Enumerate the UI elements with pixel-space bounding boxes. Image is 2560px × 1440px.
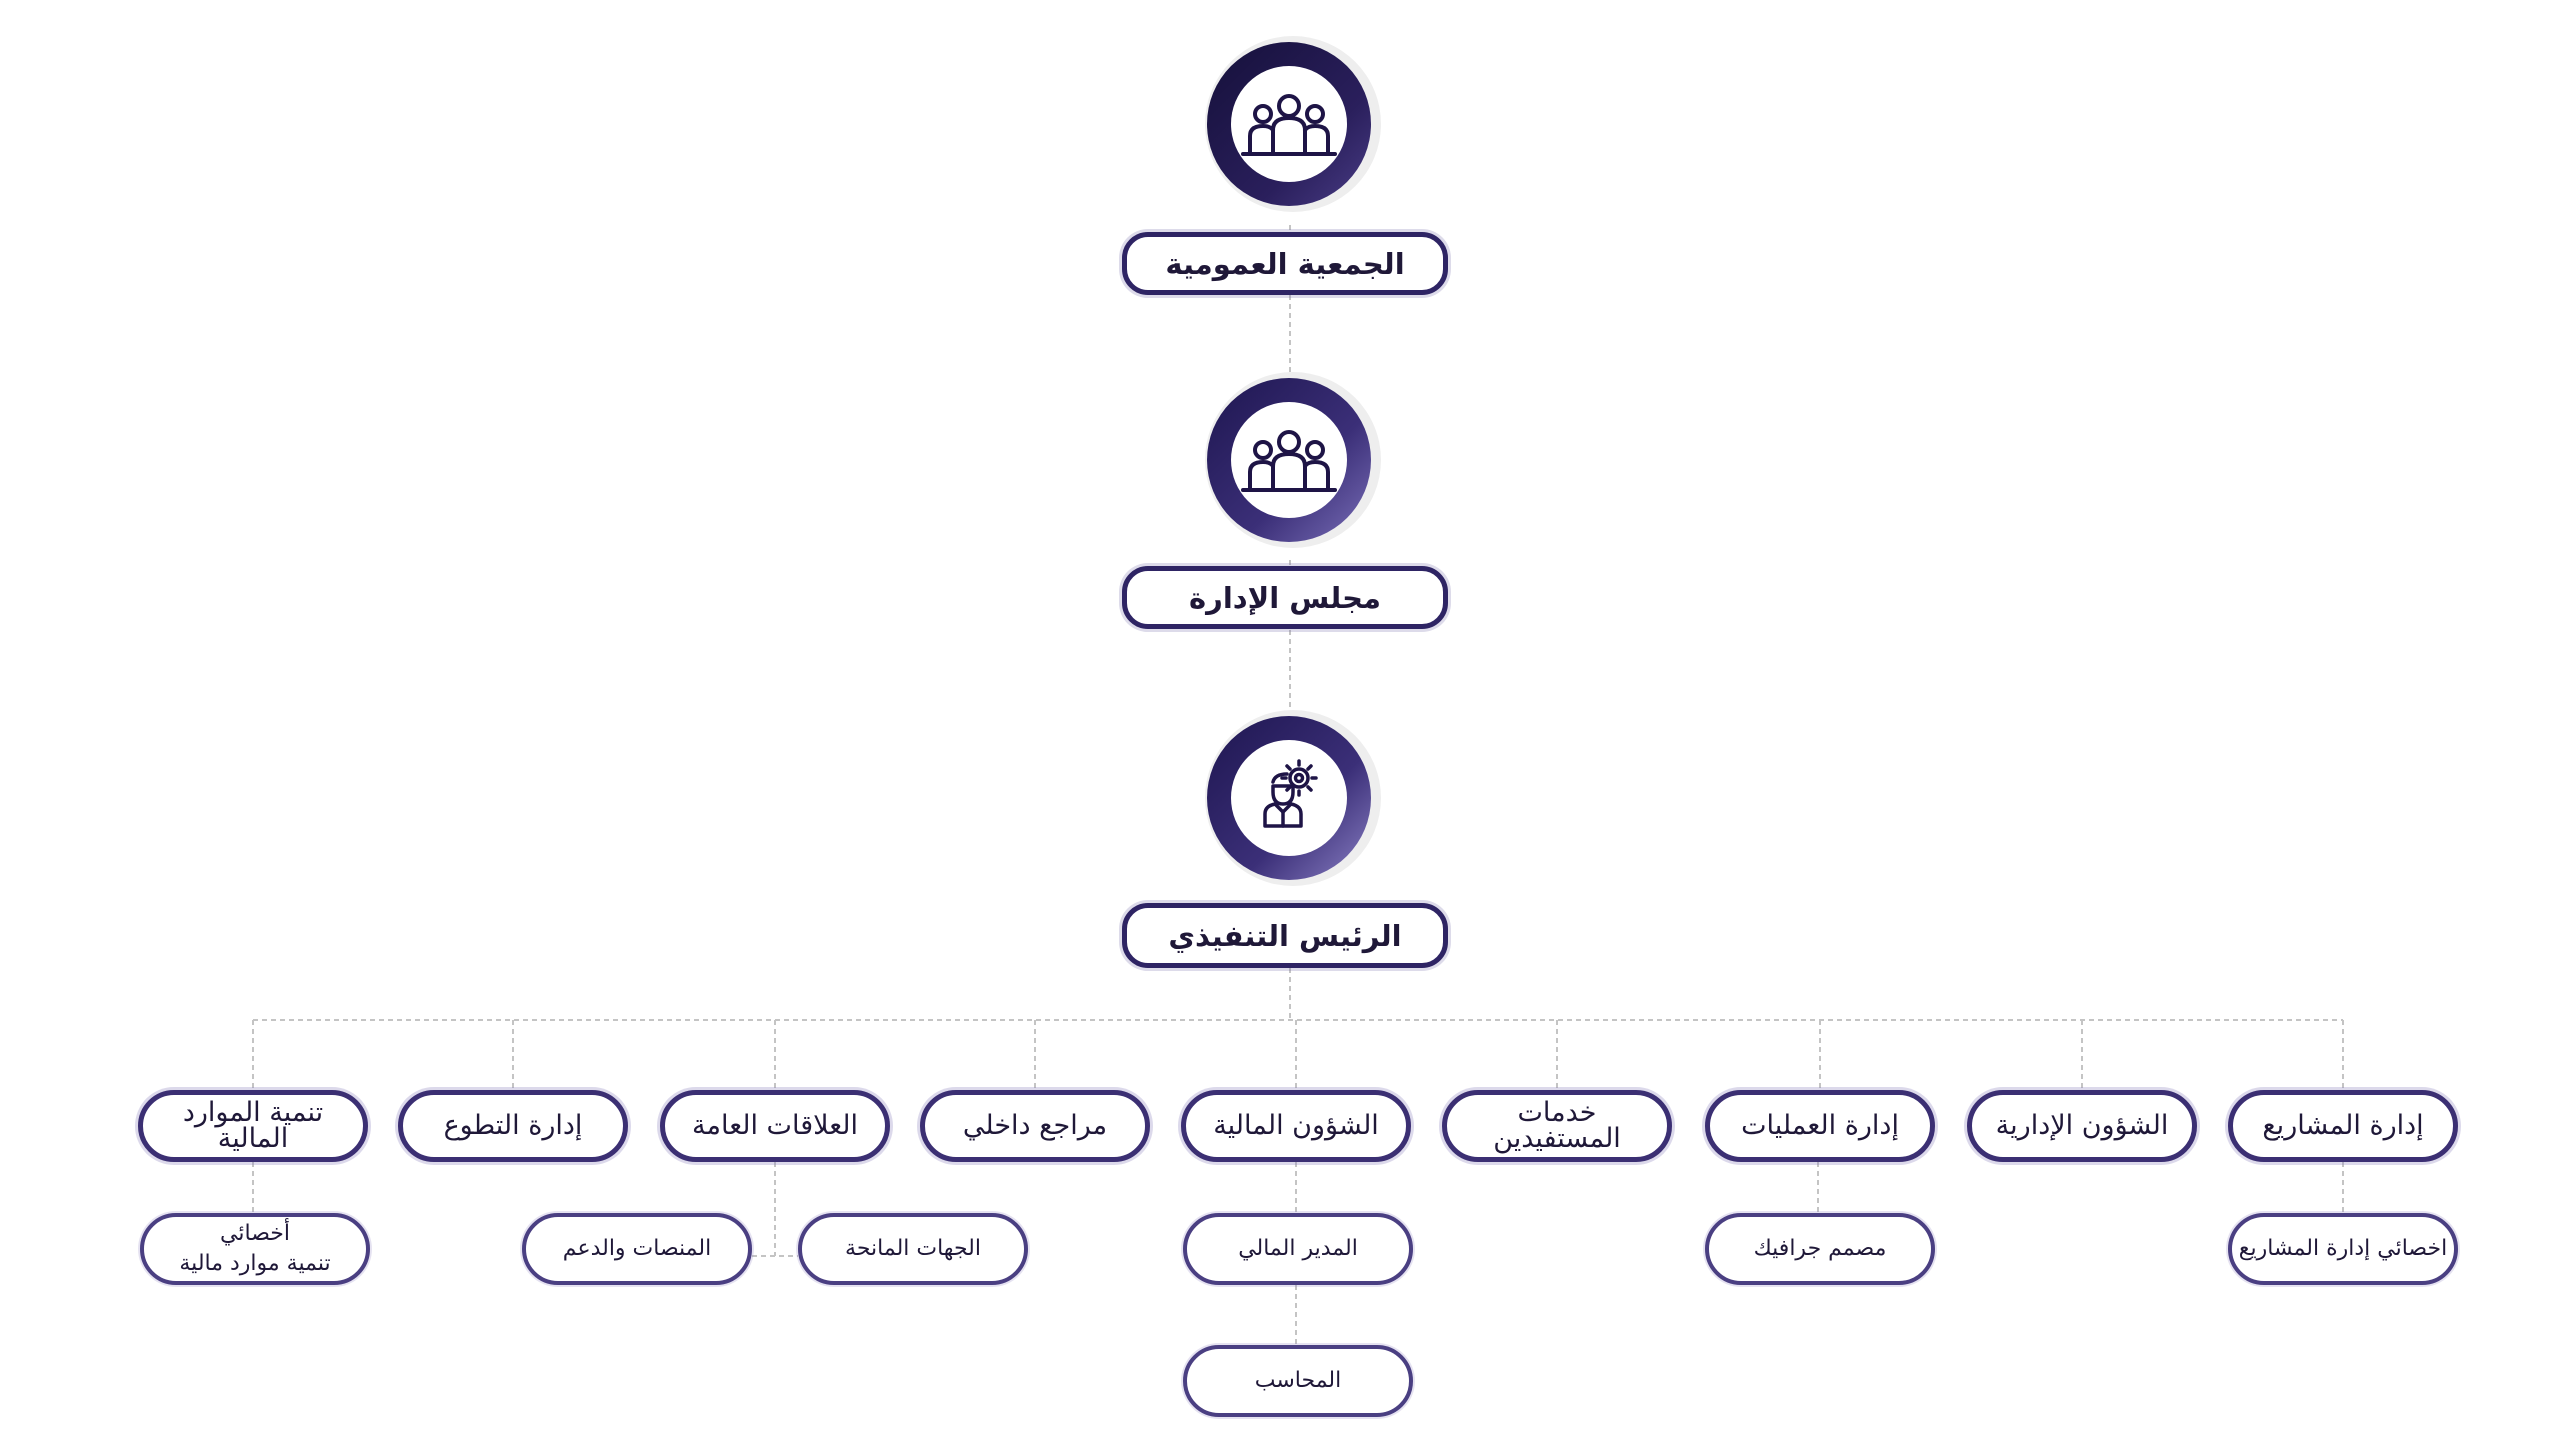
general-assembly-circle bbox=[1203, 34, 1383, 214]
dept-volunteering[interactable]: إدارة التطوع bbox=[398, 1090, 628, 1162]
dept-internal-auditor-label: مراجع داخلي bbox=[962, 1110, 1108, 1141]
role-platforms-support[interactable]: المنصات والدعم bbox=[522, 1213, 752, 1285]
role-projects-specialist-label: اخصائي إدارة المشاريع bbox=[2238, 1236, 2448, 1261]
dept-internal-auditor[interactable]: مراجع داخلي bbox=[920, 1090, 1150, 1162]
role-resources-specialist[interactable]: أخصائي تنمية موارد مالية bbox=[140, 1213, 370, 1285]
role-financial-manager-label: المدير المالي bbox=[1238, 1236, 1358, 1261]
board-box[interactable]: مجلس الإدارة bbox=[1122, 566, 1448, 629]
people-group-icon bbox=[1241, 94, 1337, 156]
dept-projects[interactable]: إدارة المشاريع bbox=[2228, 1090, 2458, 1162]
dept-projects-label: إدارة المشاريع bbox=[2262, 1110, 2424, 1141]
role-graphic-designer[interactable]: مصمم جرافيك bbox=[1705, 1213, 1935, 1285]
dept-volunteering-label: إدارة التطوع bbox=[443, 1110, 583, 1141]
role-accountant-label: المحاسب bbox=[1254, 1368, 1342, 1393]
role-platforms-support-label: المنصات والدعم bbox=[562, 1236, 712, 1261]
ceo-box[interactable]: الرئيس التنفيذي bbox=[1122, 903, 1448, 968]
role-graphic-designer-label: مصمم جرافيك bbox=[1753, 1236, 1887, 1261]
role-grant-entities[interactable]: الجهات المانحة bbox=[798, 1213, 1028, 1285]
dept-financial-affairs-label: الشؤون المالية bbox=[1213, 1110, 1379, 1141]
dept-public-relations[interactable]: العلاقات العامة bbox=[660, 1090, 890, 1162]
dept-operations-label: إدارة العمليات bbox=[1741, 1110, 1899, 1141]
dept-financial-resources-development-label: تنمية الموارد المالية bbox=[182, 1097, 324, 1154]
dept-financial-affairs[interactable]: الشؤون المالية bbox=[1181, 1090, 1411, 1162]
role-accountant[interactable]: المحاسب bbox=[1183, 1345, 1413, 1417]
general-assembly-label: الجمعية العمومية bbox=[1165, 246, 1405, 281]
board-circle bbox=[1203, 370, 1383, 550]
dept-beneficiary-services[interactable]: خدمات المستفيدين bbox=[1442, 1090, 1672, 1162]
board-label: مجلس الإدارة bbox=[1189, 580, 1381, 615]
ceo-label: الرئيس التنفيذي bbox=[1168, 918, 1402, 953]
dept-financial-resources-development[interactable]: تنمية الموارد المالية bbox=[138, 1090, 368, 1162]
general-assembly-box[interactable]: الجمعية العمومية bbox=[1122, 232, 1448, 295]
role-resources-specialist-line1: أخصائي bbox=[220, 1221, 290, 1246]
dept-operations[interactable]: إدارة العمليات bbox=[1705, 1090, 1935, 1162]
dept-admin-affairs[interactable]: الشؤون الإدارية bbox=[1967, 1090, 2197, 1162]
dept-admin-affairs-label: الشؤون الإدارية bbox=[1995, 1110, 2169, 1141]
ceo-circle bbox=[1203, 708, 1383, 888]
role-resources-specialist-line2: تنمية موارد مالية bbox=[179, 1251, 331, 1276]
role-projects-specialist[interactable]: اخصائي إدارة المشاريع bbox=[2228, 1213, 2458, 1285]
role-grant-entities-label: الجهات المانحة bbox=[845, 1236, 981, 1261]
executive-gear-icon bbox=[1263, 759, 1318, 828]
role-financial-manager[interactable]: المدير المالي bbox=[1183, 1213, 1413, 1285]
people-group-icon bbox=[1241, 430, 1337, 492]
dept-beneficiary-services-label: خدمات المستفيدين bbox=[1493, 1097, 1621, 1154]
dept-public-relations-label: العلاقات العامة bbox=[692, 1110, 858, 1141]
